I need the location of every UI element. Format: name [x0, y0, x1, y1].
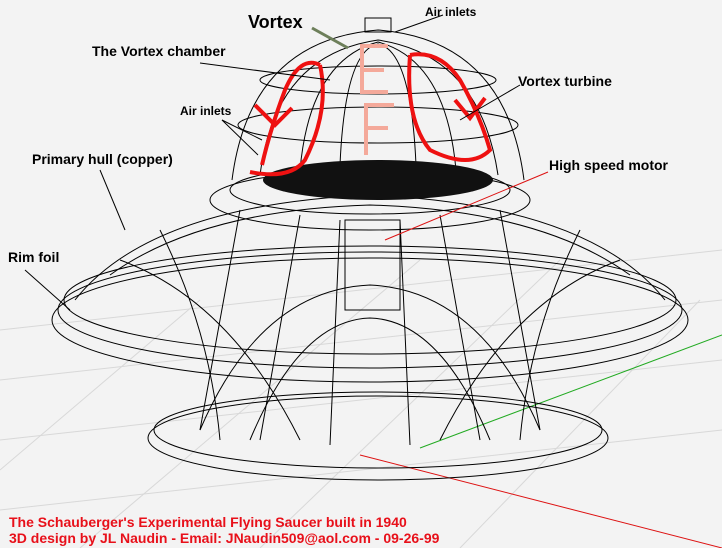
x-axis-line [359, 454, 722, 548]
label-air-inlets-side: Air inlets [180, 104, 232, 118]
motor-leader-line [384, 171, 549, 241]
label-vortex: Vortex [248, 12, 303, 32]
caption-credit: 3D design by JL Naudin - Email: JNaudin5… [9, 530, 440, 546]
label-primary-hull: Primary hull (copper) [32, 151, 173, 167]
vortex-mark [360, 44, 394, 155]
saucer-wireframe [51, 17, 689, 481]
label-air-inlets-top: Air inlets [425, 5, 477, 19]
vortex-arrow [311, 26, 349, 50]
vortex-flow-arrows [249, 52, 493, 177]
motor-dense-area [263, 160, 493, 200]
label-high-speed-motor: High speed motor [549, 157, 669, 173]
caption-title: The Schauberger's Experimental Flying Sa… [9, 514, 407, 530]
label-rim-foil: Rim foil [8, 249, 60, 265]
label-vortex-chamber: The Vortex chamber [92, 43, 226, 59]
label-vortex-turbine: Vortex turbine [518, 73, 612, 89]
leader-lines [24, 14, 521, 311]
y-axis-line [419, 334, 722, 449]
floor-grid [0, 249, 722, 548]
